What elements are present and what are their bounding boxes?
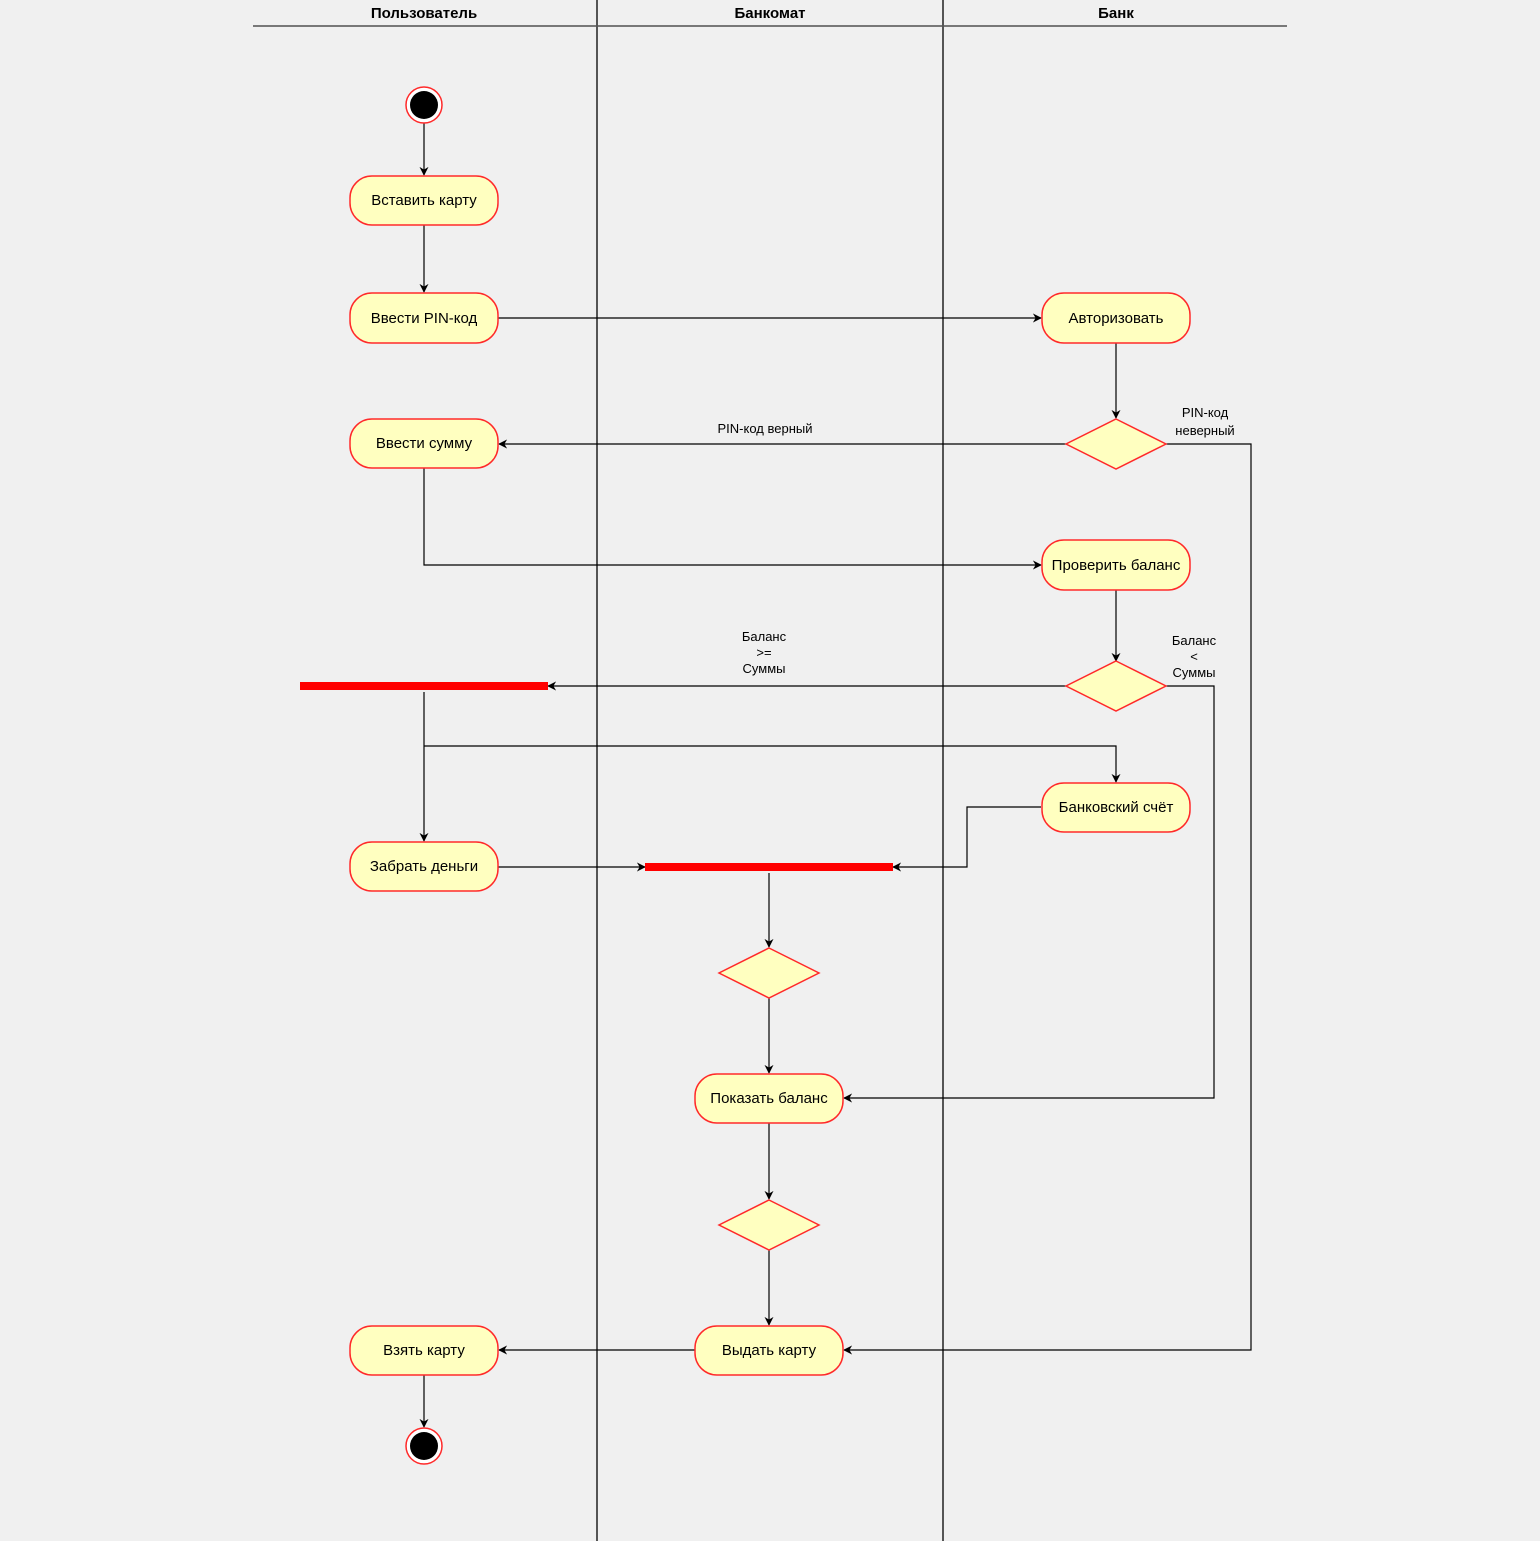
end-node [405, 1427, 443, 1465]
label-balance-low-2: < [1190, 649, 1198, 664]
merge-node-2[interactable] [717, 1199, 821, 1251]
fork-bar[interactable] [300, 682, 548, 690]
action-check-balance[interactable]: Проверить баланс [1041, 539, 1191, 591]
action-take-card[interactable]: Взять карту [349, 1325, 499, 1376]
start-node [405, 86, 443, 124]
lane-title-bank: Банк [1098, 5, 1134, 22]
action-enter-amount-label: Ввести сумму [376, 435, 473, 452]
edge-pin-incorrect [843, 443, 1252, 1355]
action-authorize[interactable]: Авторизовать [1041, 292, 1191, 344]
label-pin-correct: PIN-код верный [718, 421, 813, 436]
label-balance-ok-2: >= [756, 645, 771, 660]
label-pin-incorrect-2: неверный [1175, 423, 1234, 438]
action-authorize-label: Авторизовать [1069, 310, 1164, 327]
action-return-card-label: Выдать карту [722, 1342, 817, 1359]
lane-title-atm: Банкомат [734, 5, 805, 22]
label-balance-ok-1: Баланс [742, 629, 787, 644]
action-insert-card-label: Вставить карту [371, 192, 477, 209]
label-balance-low-3: Суммы [1173, 665, 1216, 680]
action-insert-card[interactable]: Вставить карту [349, 175, 499, 226]
label-balance-low-1: Баланс [1172, 633, 1217, 648]
join-bar[interactable] [645, 863, 893, 871]
action-take-card-label: Взять карту [383, 1342, 465, 1359]
edge-amount-check [423, 468, 1042, 570]
action-bank-account-label: Банковский счёт [1059, 799, 1174, 816]
action-enter-pin-label: Ввести PIN-код [371, 310, 478, 327]
merge-node-1[interactable] [717, 947, 821, 999]
action-take-money[interactable]: Забрать деньги [349, 841, 499, 892]
action-take-money-label: Забрать деньги [370, 858, 478, 875]
action-return-card[interactable]: Выдать карту [694, 1325, 844, 1376]
edges [419, 123, 1252, 1428]
action-show-balance-label: Показать баланс [710, 1090, 828, 1107]
edge-account-join [892, 806, 1041, 872]
edge-fork-account [424, 745, 1121, 783]
label-balance-ok-3: Суммы [743, 661, 786, 676]
action-check-balance-label: Проверить баланс [1052, 557, 1181, 574]
label-pin-incorrect-1: PIN-код [1182, 405, 1229, 420]
lane-title-user: Пользователь [371, 5, 477, 22]
action-enter-amount[interactable]: Ввести сумму [349, 418, 499, 469]
swimlanes: Пользователь Банкомат Банк [253, 0, 1287, 1541]
edge-balance-low [843, 685, 1215, 1103]
decision-pin[interactable] [1064, 418, 1168, 470]
edge-labels: PIN-код верный PIN-код неверный Баланс >… [718, 405, 1235, 680]
decision-balance[interactable] [1064, 660, 1168, 712]
action-enter-pin[interactable]: Ввести PIN-код [349, 292, 499, 344]
action-bank-account[interactable]: Банковский счёт [1041, 782, 1191, 833]
action-show-balance[interactable]: Показать баланс [694, 1073, 844, 1124]
